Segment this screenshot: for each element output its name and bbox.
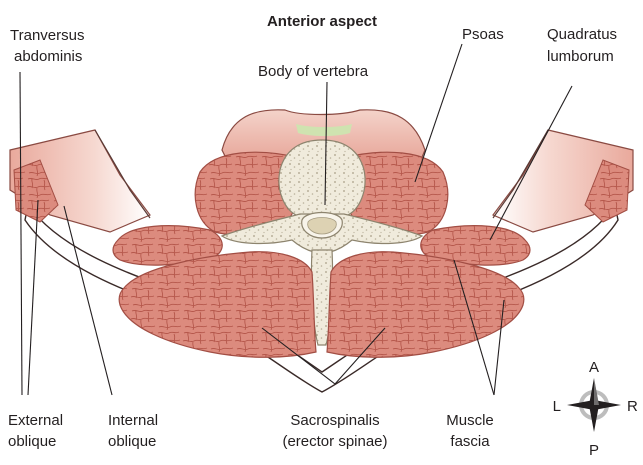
compass-rose: A P L R [553, 359, 638, 459]
label-transversus-1: Tranversus [10, 27, 84, 44]
label-internal-1: Internal [108, 412, 158, 429]
label-fascia-2: fascia [450, 433, 490, 450]
sacrospinalis-right [327, 252, 524, 358]
label-external-1: External [8, 412, 63, 429]
lateral-wall-right [493, 130, 633, 232]
label-sacrospinalis-1: Sacrospinalis [290, 412, 379, 429]
diagram-title: Anterior aspect [267, 13, 377, 30]
label-internal-2: oblique [108, 433, 156, 450]
lateral-wall-left [10, 130, 150, 232]
label-transversus-2: abdominis [14, 48, 82, 65]
label-body-vertebra: Body of vertebra [258, 63, 369, 80]
label-quadratus-1: Quadratus [547, 26, 617, 43]
label-external-2: oblique [8, 433, 56, 450]
compass-label-top: A [589, 359, 599, 376]
leader-transversus [20, 72, 22, 395]
label-psoas: Psoas [462, 26, 504, 43]
compass-label-bottom: P [589, 442, 599, 459]
compass-label-left: L [553, 398, 561, 415]
compass-label-right: R [627, 398, 638, 415]
sacrospinalis-left [119, 252, 316, 358]
label-fascia-1: Muscle [446, 412, 494, 429]
leader-internal [64, 206, 112, 395]
leader-psoas [415, 44, 462, 182]
label-quadratus-2: lumborum [547, 48, 614, 65]
label-sacrospinalis-2: (erector spinae) [282, 433, 387, 450]
